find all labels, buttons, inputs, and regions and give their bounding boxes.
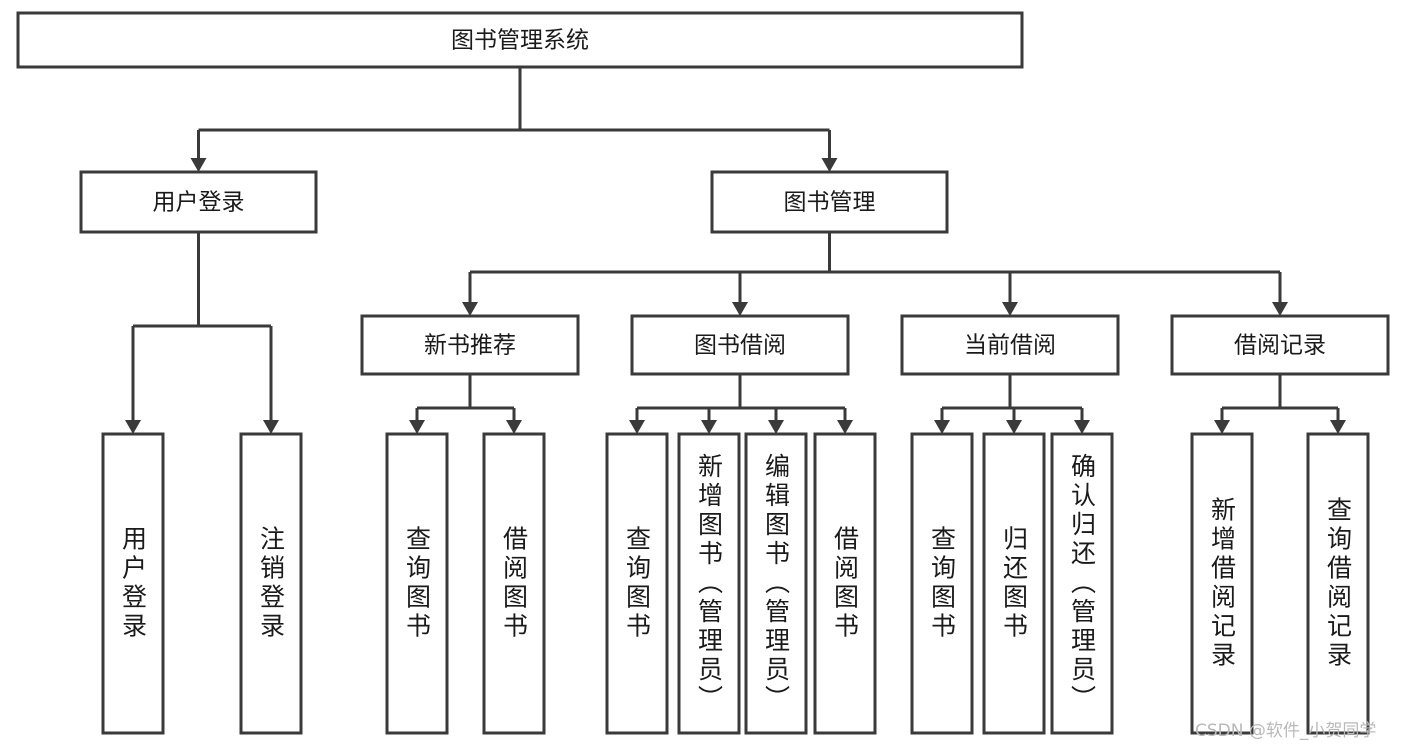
connector-arrowhead: [190, 158, 207, 172]
connector-arrowhead: [506, 420, 522, 434]
leaf-box: [605, 432, 669, 735]
connector-arrowhead: [1214, 420, 1230, 434]
leaf-node[interactable]: 借阅图书: [482, 432, 546, 735]
leaf-box: [744, 432, 808, 735]
leaf-box: [982, 432, 1046, 735]
connector-arrowhead: [409, 420, 425, 434]
leaf-node[interactable]: 归还图书: [982, 432, 1046, 735]
leaf-label: 用户登录: [119, 526, 148, 642]
connector-arrowhead: [934, 420, 950, 434]
leaf-label: 确认归还（管理员）: [1068, 453, 1097, 714]
leaf-box: [677, 432, 741, 735]
csdn-watermark: CSDN @软件_小贺同学: [1195, 721, 1377, 741]
leaf-box: [1050, 432, 1114, 735]
leaf-box: [385, 432, 449, 735]
leaf-box: [239, 432, 303, 735]
root-node[interactable]: 图书管理系统: [16, 11, 1024, 69]
leaf-label: 借阅图书: [500, 526, 529, 642]
level3-node[interactable]: 借阅记录: [1170, 314, 1390, 376]
level2-box: [79, 170, 318, 234]
level3-label: 当前借阅: [964, 333, 1056, 359]
leaf-label: 新增借阅记录: [1208, 497, 1237, 671]
leaf-box: [813, 432, 877, 735]
leaf-box: [1190, 432, 1254, 735]
leaf-node[interactable]: 查询图书: [385, 432, 449, 735]
root-box: [16, 11, 1024, 69]
connector-arrowhead: [1330, 420, 1346, 434]
node-layer: 图书管理系统用户登录图书管理新书推荐图书借阅当前借阅借阅记录用户登录注销登录查询…: [16, 11, 1390, 735]
leaf-label: 新增图书（管理员）: [695, 453, 724, 714]
level2-box: [710, 170, 949, 234]
leaf-box: [1306, 432, 1370, 735]
connector-arrowhead: [837, 420, 853, 434]
level3-node[interactable]: 图书借阅: [630, 314, 850, 376]
connector-arrowhead: [125, 420, 141, 434]
connector-arrowhead: [732, 302, 748, 316]
level3-node[interactable]: 新书推荐: [360, 314, 580, 376]
leaf-label: 查询图书: [403, 526, 432, 642]
leaf-label: 注销登录: [257, 526, 286, 642]
connector-arrowhead: [821, 158, 838, 172]
level3-box: [360, 314, 580, 376]
leaf-box: [910, 432, 974, 735]
leaf-node[interactable]: 编辑图书（管理员）: [744, 432, 808, 735]
connector-arrowhead: [629, 420, 645, 434]
connector-arrowhead: [1006, 420, 1022, 434]
leaf-node[interactable]: 查询图书: [605, 432, 669, 735]
connector-arrowhead: [1002, 302, 1018, 316]
connector-arrowhead: [462, 302, 478, 316]
level2-label: 用户登录: [153, 190, 245, 216]
level2-node[interactable]: 图书管理: [710, 170, 949, 234]
leaf-box: [482, 432, 546, 735]
leaf-label: 借阅图书: [831, 526, 860, 642]
leaf-label: 查询图书: [623, 526, 652, 642]
level3-label: 新书推荐: [424, 333, 516, 359]
leaf-label: 编辑图书（管理员）: [762, 453, 791, 714]
connector-arrowhead: [1272, 302, 1288, 316]
level3-box: [900, 314, 1120, 376]
connector-arrowhead: [768, 420, 784, 434]
leaf-node[interactable]: 新增借阅记录: [1190, 432, 1254, 735]
root-label: 图书管理系统: [451, 28, 589, 54]
leaf-node[interactable]: 确认归还（管理员）: [1050, 432, 1114, 735]
connector-layer: [125, 67, 1346, 434]
leaf-node[interactable]: 新增图书（管理员）: [677, 432, 741, 735]
connector-arrowhead: [263, 420, 279, 434]
leaf-node[interactable]: 注销登录: [239, 432, 303, 735]
level2-label: 图书管理: [784, 190, 876, 216]
leaf-label: 归还图书: [1000, 526, 1029, 642]
level3-label: 图书借阅: [694, 333, 786, 359]
level3-node[interactable]: 当前借阅: [900, 314, 1120, 376]
level3-box: [630, 314, 850, 376]
connector-arrowhead: [701, 420, 717, 434]
leaf-node[interactable]: 借阅图书: [813, 432, 877, 735]
leaf-box: [101, 432, 165, 735]
leaf-node[interactable]: 查询图书: [910, 432, 974, 735]
leaf-node[interactable]: 用户登录: [101, 432, 165, 735]
level3-label: 借阅记录: [1234, 333, 1326, 359]
connector-arrowhead: [1074, 420, 1090, 434]
leaf-label: 查询图书: [928, 526, 957, 642]
level3-box: [1170, 314, 1390, 376]
level2-node[interactable]: 用户登录: [79, 170, 318, 234]
leaf-node[interactable]: 查询借阅记录: [1306, 432, 1370, 735]
leaf-label: 查询借阅记录: [1324, 497, 1353, 671]
